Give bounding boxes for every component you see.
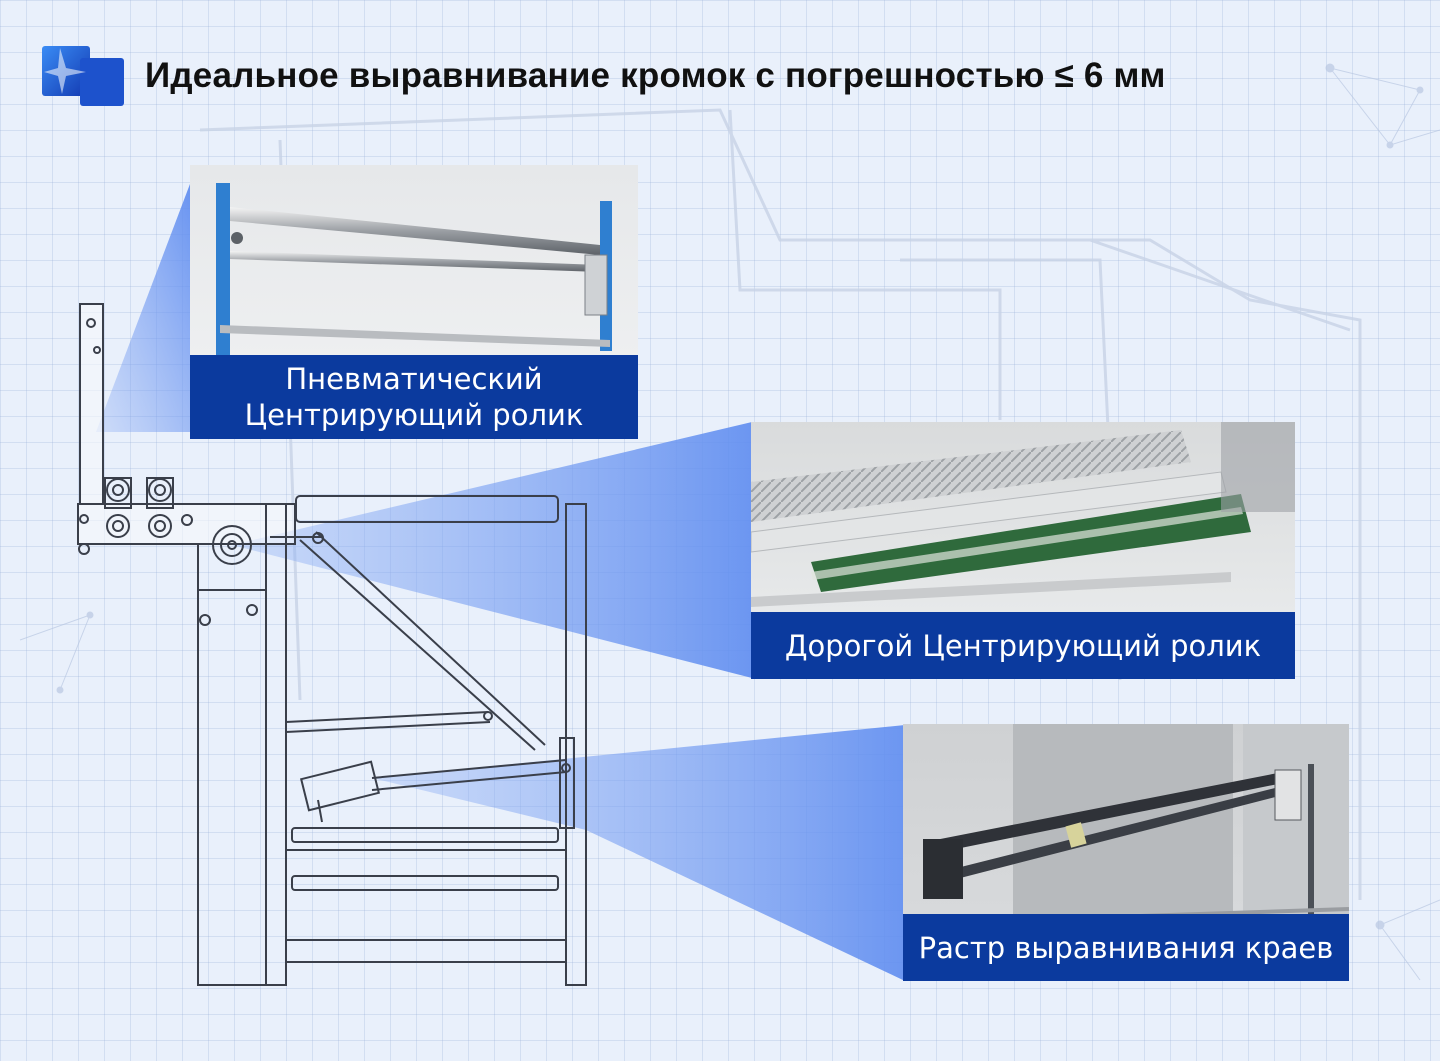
machine-frame <box>77 303 587 986</box>
callout-expensive-label: Дорогой Центрирующий ролик <box>784 628 1262 663</box>
beam-edge-raster <box>372 725 905 981</box>
callout-edge-raster: Растр выравнивания краев <box>903 724 1349 981</box>
brand-logo-icon <box>42 46 124 106</box>
callout-raster-caption: Растр выравнивания краев <box>903 914 1349 981</box>
network-decoration <box>19 63 1440 981</box>
beam-expensive-roller <box>232 422 752 678</box>
callout-pneumatic-caption: Пневматический Центрирующий ролик <box>190 355 638 439</box>
callout-expensive-roller: Дорогой Центрирующий ролик <box>751 422 1295 679</box>
callout-pneumatic-line2: Центрирующий ролик <box>244 398 584 432</box>
beam-pneumatic <box>96 176 193 432</box>
callout-pneumatic-line1: Пневматический <box>285 362 543 396</box>
callout-pneumatic-roller: Пневматический Центрирующий ролик <box>190 165 638 439</box>
callout-expensive-caption: Дорогой Центрирующий ролик <box>751 612 1295 679</box>
page-title: Идеальное выравнивание кромок с погрешно… <box>145 56 1166 95</box>
callout-raster-label: Растр выравнивания краев <box>918 930 1334 965</box>
